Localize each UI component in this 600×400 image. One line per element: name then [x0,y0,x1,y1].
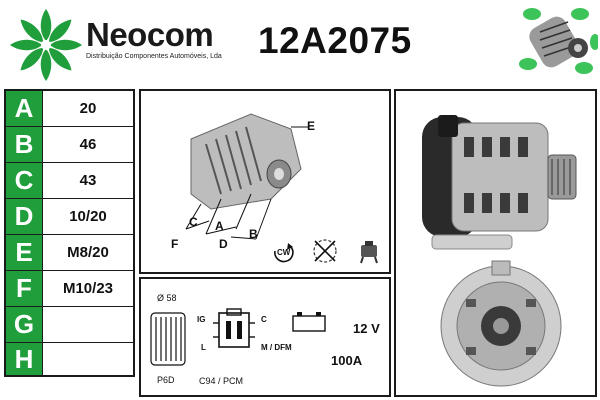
spec-row-d: D 10/20 [6,199,133,235]
brand-name: Neocom [86,16,214,53]
label-d: D [219,237,228,251]
spec-letter: A [6,91,43,126]
pulley-icon [150,312,186,366]
spec-value: 20 [79,100,97,117]
spec-letter: C [6,163,43,198]
spec-row-g: G [6,307,133,343]
spec-value [43,307,133,342]
spec-value [43,343,133,375]
alternator-rear-photo [440,260,562,387]
dimension-diagram-panel: E C A F D B CW [139,89,391,274]
brand-tagline: Distribuição Componentes Automóveis, Lda [86,53,222,60]
product-photo-panel [394,89,597,397]
connector-code: C94 / PCM [199,376,244,386]
part-number: 12A2075 [258,20,412,61]
spec-letter: F [6,271,43,306]
spec-row-c: C 43 [6,163,133,199]
electrical-spec-panel: Ø 58 P6D IG L C M / DFM C94 / PCM 12 V 1… [139,277,391,397]
connector-c: C [261,315,267,324]
regulator-icon [360,241,378,264]
connector-plug-icon [213,308,255,348]
alternator-side-photo [422,115,577,250]
spec-table: A 20 B 46 C 43 D 10/20 E M8/20 F M10/23 … [4,89,135,377]
amperage: 100A [331,353,363,368]
fan-crossed-icon [313,239,337,263]
connector-ig: IG [197,315,206,324]
spec-row-a: A 20 [6,91,133,127]
neocom-logo [10,9,82,81]
rotation-label: CW [277,248,291,257]
spec-letter: E [6,235,43,270]
product-thumbnail [519,8,598,74]
label-f: F [171,237,179,251]
spec-letter: G [6,307,43,342]
spec-row-f: F M10/23 [6,271,133,307]
spec-value: M10/23 [62,280,114,297]
spec-value: 10/20 [69,208,107,225]
spec-value: 46 [79,136,97,153]
label-a: A [215,219,224,233]
spec-value: M8/20 [67,244,109,261]
label-b: B [249,227,258,241]
spec-letter: H [6,343,43,375]
clockwise-arrow-icon: CW [271,241,297,265]
battery-icon [292,312,326,332]
pulley-diameter: Ø 58 [157,293,177,303]
connector-m: M / DFM [261,343,292,352]
label-e: E [307,119,316,133]
pulley-type: P6D [157,375,175,385]
spec-row-e: E M8/20 [6,235,133,271]
label-c: C [189,215,198,229]
voltage: 12 V [353,321,380,336]
alternator-dimension-drawing [185,113,309,240]
spec-row-b: B 46 [6,127,133,163]
connector-l: L [201,343,206,352]
spec-letter: D [6,199,43,234]
spec-value: 43 [79,172,97,189]
spec-row-h: H [6,343,133,375]
spec-letter: B [6,127,43,162]
